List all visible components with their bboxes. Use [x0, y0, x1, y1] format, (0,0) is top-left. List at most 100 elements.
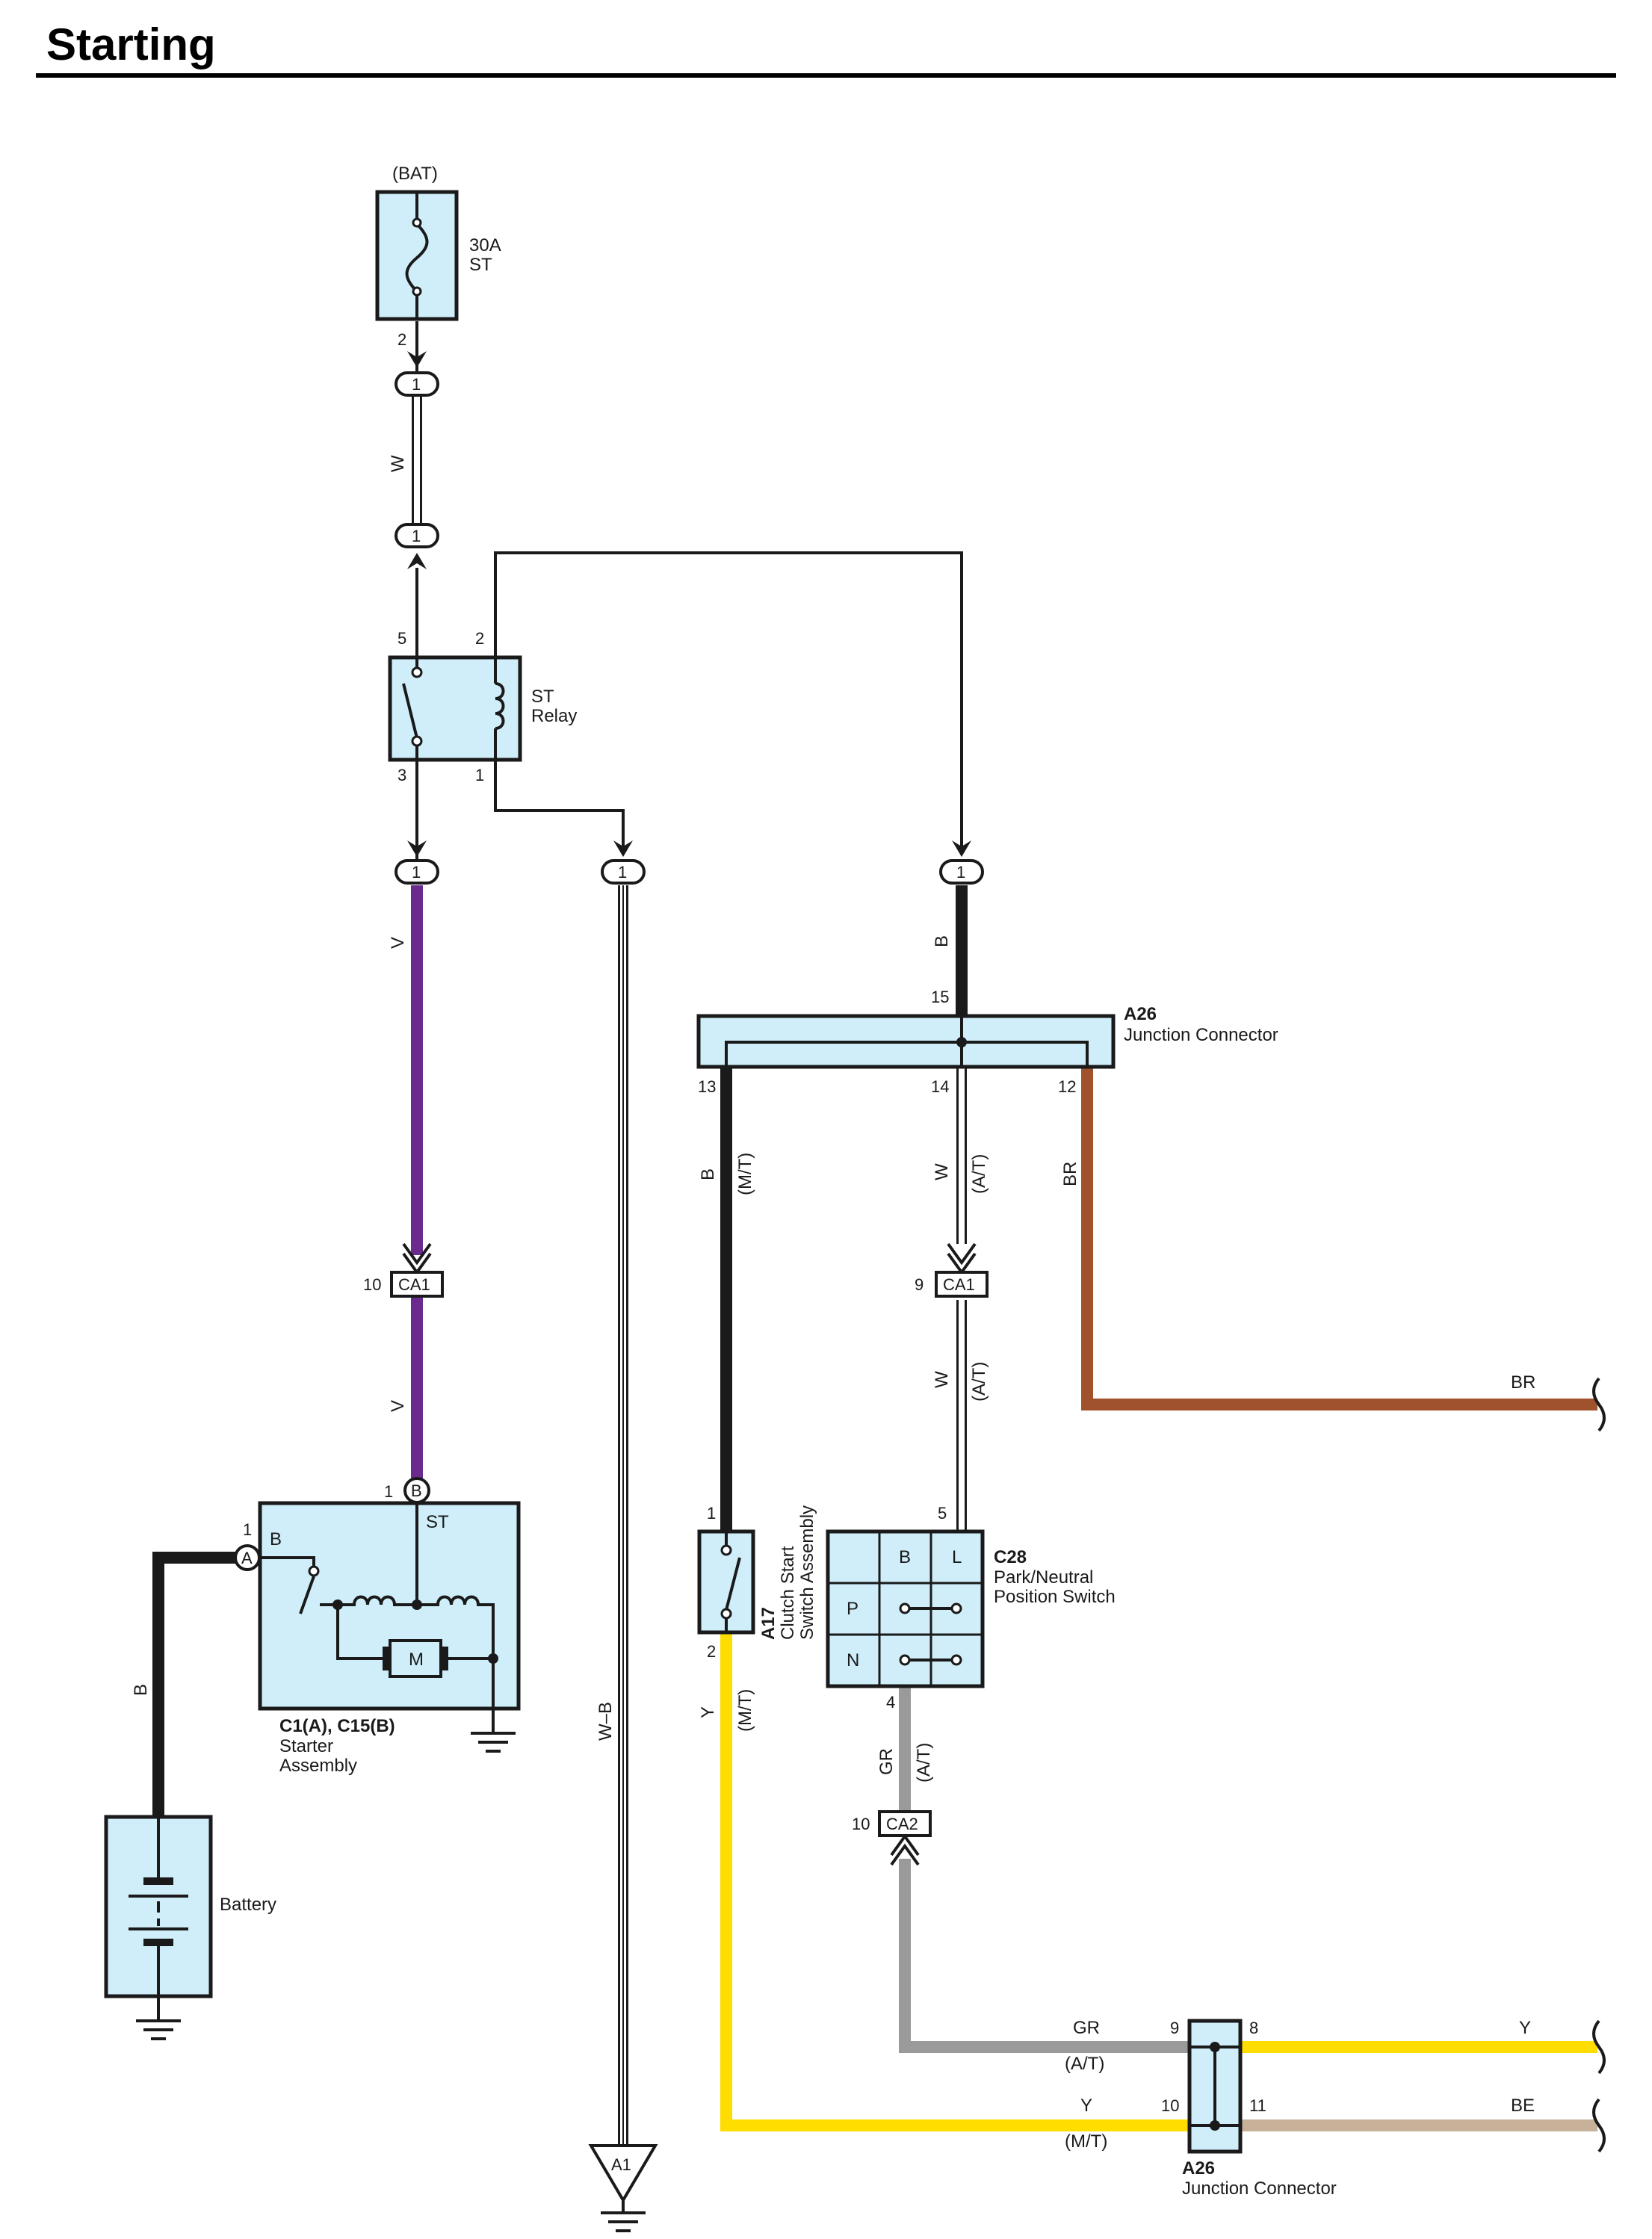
svg-text:CA1: CA1 — [943, 1275, 975, 1294]
battery-icon — [129, 1877, 188, 1946]
a26-bottom-name: Junction Connector — [1182, 2178, 1337, 2199]
c28-row-p: P — [847, 1599, 859, 1619]
a26-top-name: Junction Connector — [1124, 1025, 1278, 1045]
ca1-right-pin: 9 — [915, 1275, 924, 1294]
starter-terminal-b: B — [270, 1529, 282, 1549]
ca1-left-pin: 10 — [363, 1275, 381, 1294]
svg-text:CA1: CA1 — [398, 1275, 430, 1294]
wires — [152, 321, 1597, 2159]
c28-id: C28 — [994, 1547, 1027, 1567]
c28-row-n: N — [847, 1650, 859, 1670]
a26-top-pin-12: 12 — [1058, 1077, 1076, 1096]
starter-switch-icon — [299, 1576, 315, 1614]
a17-switch-icon — [725, 1557, 741, 1611]
page-title: Starting — [46, 19, 216, 69]
wire-label-mt1: (M/T) — [735, 1153, 755, 1195]
fuse-source-label: (BAT) — [392, 164, 438, 184]
wire-b-battery — [152, 1552, 247, 1817]
wire-relay-coil-ground — [494, 758, 625, 852]
c28-contact-p-icon — [899, 1602, 962, 1614]
connector-ca2: 10 CA2 — [852, 1810, 932, 1866]
a17-id: A17 — [758, 1607, 779, 1640]
relay-coil-icon — [495, 682, 505, 730]
fuse-name: ST — [469, 255, 492, 275]
wire-relay-coil-control — [494, 551, 963, 852]
wire-label-gr-h: GR — [1073, 2018, 1100, 2038]
wire-label-y-h: Y — [1080, 2096, 1092, 2116]
wire-label-wb: W–B — [595, 1702, 616, 1741]
starter-pin-a: 1 — [243, 1520, 252, 1539]
connector-1-relay-in: 1 — [395, 523, 439, 569]
svg-text:A: A — [241, 1549, 253, 1567]
starter-assembly: 1 B 1 A B ST M C1( — [234, 1477, 521, 1776]
a26-bottom-pin-8: 8 — [1249, 2019, 1258, 2037]
wire-label-b-battery: B — [131, 1684, 151, 1696]
ground-icon — [601, 2211, 646, 2232]
a26-bottom-pin-10: 10 — [1161, 2096, 1179, 2115]
starter-pin-b: 1 — [384, 1482, 393, 1501]
wire-label-b-relay: B — [932, 935, 952, 947]
c28-name-line1: Park/Neutral — [994, 1567, 1093, 1588]
starter-terminal-st: ST — [426, 1512, 449, 1532]
c28-col-l: L — [952, 1547, 962, 1567]
a17-pin-2: 2 — [707, 1642, 716, 1661]
a26-top-id: A26 — [1124, 1004, 1157, 1024]
wire-label-br-vert: BR — [1060, 1162, 1080, 1186]
ground-a1-label: A1 — [611, 2155, 631, 2174]
c28-col-b: B — [899, 1547, 911, 1567]
ground-a1: A1 — [588, 2144, 658, 2232]
relay-contact-icon — [402, 683, 418, 739]
a26-top-pin-14: 14 — [931, 1077, 949, 1096]
a17-clutch-start-switch: 1 2 A17 Clutch Start Switch Assembly — [697, 1504, 817, 1661]
a26-bottom-pin-11: 11 — [1249, 2096, 1266, 2115]
ground-icon — [136, 2019, 181, 2040]
wire-label-y-mt: Y — [698, 1706, 718, 1718]
relay-pin-1: 1 — [475, 766, 484, 784]
arrow-down-icon — [407, 351, 427, 368]
battery: Battery — [104, 1815, 276, 2040]
c28-contact-n-icon — [899, 1654, 962, 1666]
starter-coil-2-icon — [417, 1595, 489, 1606]
wire-label-be-end: BE — [1511, 2096, 1535, 2116]
wire-label-br-end: BR — [1511, 1372, 1535, 1393]
fuse-rating: 30A — [469, 235, 501, 256]
a17-name-line1: Clutch Start — [778, 1546, 798, 1640]
a26-bottom-id: A26 — [1182, 2158, 1215, 2178]
connector-1-wb: 1 — [601, 840, 646, 885]
svg-text:1: 1 — [412, 527, 421, 545]
wire-label-at1: (A/T) — [969, 1154, 989, 1194]
relay-pin-3: 3 — [397, 766, 406, 784]
a26-top-pin-15: 15 — [931, 988, 949, 1006]
fuse-element-icon — [405, 223, 429, 293]
wire-label-w-at1: W — [932, 1163, 952, 1180]
wire-break-y — [1592, 2019, 1606, 2075]
a26-bottom-pin-9: 9 — [1170, 2019, 1179, 2037]
connector-1-top: 1 — [395, 371, 439, 397]
a17-pin-1: 1 — [707, 1504, 716, 1523]
relay-pin-2: 2 — [475, 629, 484, 648]
svg-text:CA2: CA2 — [886, 1815, 918, 1833]
a26-junction-bottom: 9 8 10 11 A26 Junction Connector — [1161, 2019, 1337, 2199]
st-relay: 5 2 ST Relay 3 1 — [388, 629, 577, 784]
fuse-30a-st: (BAT) 30A ST 2 — [375, 164, 501, 368]
wire-label-at4: (A/T) — [1065, 2054, 1104, 2074]
wire-label-mt2: (M/T) — [735, 1689, 755, 1732]
wire-label-at3: (A/T) — [914, 1743, 934, 1783]
connector-ca1-right: 9 CA1 — [915, 1242, 989, 1298]
fuse-pin: 2 — [397, 330, 406, 349]
arrow-up-icon — [407, 553, 427, 569]
wire-label-mt3: (M/T) — [1065, 2131, 1107, 2152]
connector-1-b: 1 — [939, 840, 984, 885]
wire-label-v-lower: V — [388, 1400, 408, 1412]
wire-label-at2: (A/T) — [969, 1362, 989, 1402]
relay-pin-5: 5 — [397, 629, 406, 648]
c28-pin-4: 4 — [886, 1693, 895, 1712]
connector-ca1-left: 10 CA1 — [363, 1242, 444, 1298]
a17-name-line2: Switch Assembly — [797, 1505, 817, 1640]
wire-label-w-at2: W — [932, 1371, 952, 1388]
svg-text:1: 1 — [618, 863, 627, 882]
wire-y-mt — [720, 1632, 1189, 2131]
starter-name-line1: Starter — [279, 1736, 333, 1756]
battery-name: Battery — [220, 1895, 276, 1915]
